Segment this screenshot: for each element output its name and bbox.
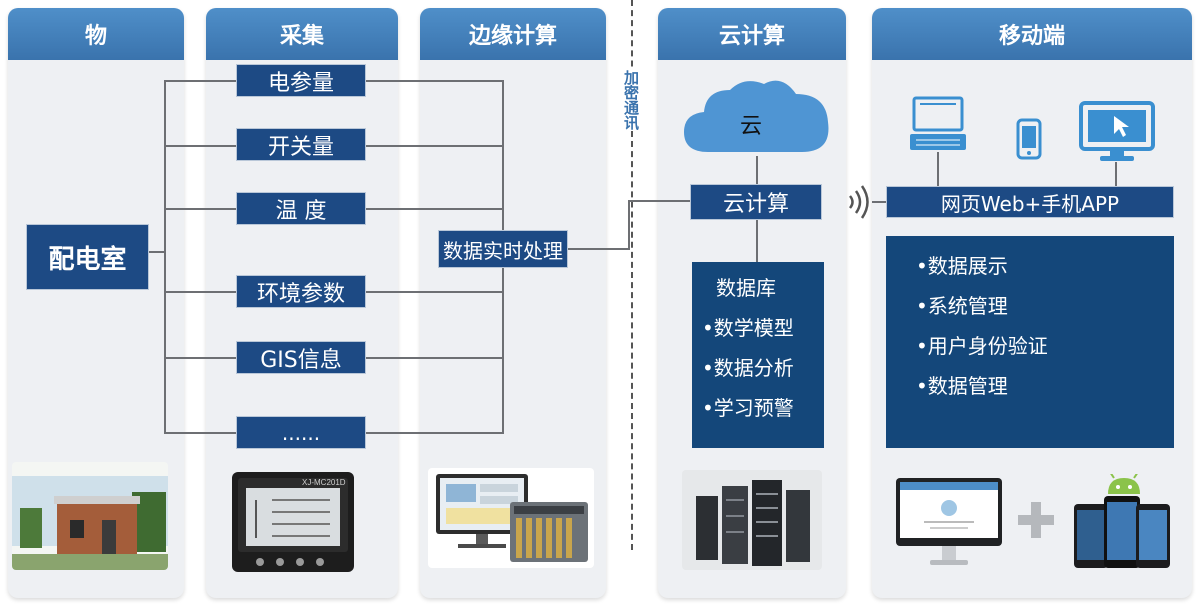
cloud-icon [684,80,829,152]
column-header-cloud: 云计算 [658,8,846,60]
connector-row-2-left [164,145,236,147]
collect-item-more-label: ...... [281,420,321,445]
web-app-banner-label: 网页Web+手机APP [940,191,1120,216]
connector-row-6-left [164,432,236,434]
connector-row-4-left [164,291,236,293]
connector-to-mobile [872,201,886,203]
database-item-learning-alert: •学习预警 [702,396,794,420]
connector-row-5-right [366,357,504,359]
collect-item-switch: 开关量 [236,128,366,161]
column-header-edge: 边缘计算 [420,8,606,60]
connector-row-3-left [164,208,236,210]
connector-cloud-compute-down [756,218,758,262]
connector-to-cloud [628,200,692,202]
connector-row-4-right [366,291,504,293]
database-panel: 数据库 •数学模型 •数据分析 •学习预警 [692,262,824,448]
encrypted-comm-label: 加密通讯 [620,70,642,130]
column-header-things: 物 [8,8,184,60]
database-item-data-analysis: •数据分析 [702,356,794,380]
collect-item-temperature: 温 度 [236,192,366,225]
distribution-room-box: 配电室 [26,224,149,290]
desktop-screen-image [896,478,1002,565]
column-header-collect: 采集 [206,8,398,60]
collect-item-gis-label: GIS信息 [260,347,342,373]
edge-hardware-image [428,468,594,568]
connector-row-3-right [366,208,504,210]
collect-item-temperature-label: 温 度 [275,198,327,224]
laptop-icon [910,96,966,150]
database-title: 数据库 [716,276,776,300]
cloud-compute-label: 云计算 [722,192,789,217]
meter-device-photo: XJ-MC201D [232,472,354,572]
connector-cloud-shape-down [756,156,758,184]
web-app-banner: 网页Web+手机APP [886,186,1174,218]
cloud-compute-box: 云计算 [690,184,822,220]
database-item-math-model: •数学模型 [702,316,794,340]
connector-row-2-right [366,145,504,147]
collect-item-electric: 电参量 [236,64,366,97]
collect-item-electric-label: 电参量 [267,70,334,96]
android-phones-image [1074,474,1170,568]
realtime-processing-label: 数据实时处理 [443,238,563,263]
phone-icon [1016,118,1042,160]
connector-row-6-right [366,432,504,434]
collect-item-environment-label: 环境参数 [256,281,345,307]
realtime-processing-box: 数据实时处理 [438,230,568,268]
connector-row-1-right [366,80,504,82]
meter-device-model: XJ-MC201D [302,478,346,487]
connector-edge-out [568,248,630,250]
connector-row-1-left [164,80,236,82]
connector-laptop-down [937,152,939,186]
wireless-signal-icon [848,185,869,219]
collect-item-gis: GIS信息 [236,341,366,374]
collect-item-switch-label: 开关量 [267,134,334,160]
monitor-icon [1079,101,1155,161]
connector-edge-up [628,200,630,250]
encrypted-divider-line [631,0,633,550]
mobile-feature-data-display: •数据展示 [916,254,1008,278]
meter-device-image: XJ-MC201D [232,472,354,572]
cloud-shape-label: 云 [740,114,763,139]
mobile-features-panel: •数据展示 •系统管理 •用户身份验证 •数据管理 [886,236,1174,448]
building-photo [12,462,168,570]
connector-row-5-left [164,357,236,359]
connector-room-trunk [148,251,166,253]
server-rack-photo [682,470,822,570]
mobile-feature-data-management: •数据管理 [916,374,1008,398]
connector-monitor-down [1115,162,1117,186]
plus-icon [1018,502,1054,538]
collect-item-environment: 环境参数 [236,275,366,308]
column-header-mobile: 移动端 [872,8,1192,60]
building-image [12,462,168,570]
mobile-feature-identity-verification: •用户身份验证 [916,334,1048,358]
mobile-feature-system-management: •系统管理 [916,294,1008,318]
distribution-room-label: 配电室 [48,244,127,275]
connector-left-spine [164,80,166,434]
server-rack-image [682,470,822,570]
collect-item-more: ...... [236,416,366,449]
edge-hardware-photo [428,468,594,568]
